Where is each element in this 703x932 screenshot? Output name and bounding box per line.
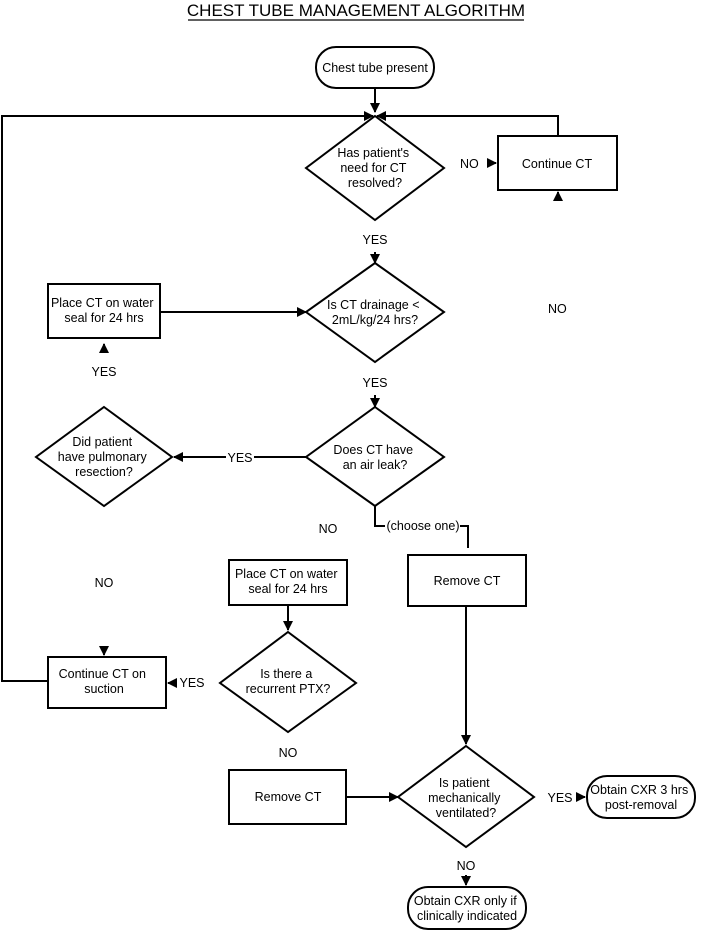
label-ventilated-yes: YES bbox=[547, 791, 572, 805]
decision-ptx: Is there a recurrent PTX? bbox=[218, 630, 358, 734]
label-resection-no: NO bbox=[95, 576, 114, 590]
label-resolved-no: NO bbox=[460, 157, 479, 171]
node-start: Chest tube present bbox=[315, 46, 435, 89]
svg-text:Remove CT: Remove CT bbox=[255, 790, 322, 804]
diagram-title: CHEST TUBE MANAGEMENT ALGORITHM bbox=[187, 1, 525, 20]
node-remove-ct-right: Remove CT bbox=[407, 554, 527, 607]
svg-text:Place CT on water seal f: Place CT on water seal for 24 hrs bbox=[235, 567, 341, 596]
connectors bbox=[1, 88, 586, 886]
label-air-leak-yes: YES bbox=[227, 451, 252, 465]
label-air-leak-no: NO bbox=[319, 522, 338, 536]
label-resolved-yes: YES bbox=[362, 233, 387, 247]
label-drainage-no: NO bbox=[548, 302, 567, 316]
svg-text:Chest tube present: Chest tube present bbox=[322, 61, 428, 75]
svg-text:Continue CT: Continue CT bbox=[522, 157, 593, 171]
svg-text:Remove CT: Remove CT bbox=[434, 574, 501, 588]
svg-text:Continue CT on suction: Continue CT on suction bbox=[59, 667, 150, 696]
node-cxr-3hrs: Obtain CXR 3 hrs post-removal bbox=[586, 775, 696, 819]
node-continue-ct: Continue CT bbox=[497, 135, 618, 191]
label-ventilated-no: NO bbox=[457, 859, 476, 873]
label-drainage-yes-down: YES bbox=[362, 376, 387, 390]
decision-air-leak: Does CT have an air leak? bbox=[304, 405, 446, 508]
label-choose-one: (choose one) bbox=[387, 519, 460, 533]
svg-text:Does CT have an air leak: Does CT have an air leak? bbox=[333, 443, 416, 472]
svg-text:Obtain CXR only if clini: Obtain CXR only if clinically indicated bbox=[414, 894, 520, 923]
decision-resection: Did patient have pulmonary resection? bbox=[34, 405, 174, 508]
svg-text:Is CT drainage < 2mL/kg/: Is CT drainage < 2mL/kg/24 hrs? bbox=[327, 298, 423, 327]
node-water-seal-2: Place CT on water seal for 24 hrs bbox=[228, 559, 348, 606]
decision-drainage: Is CT drainage < 2mL/kg/24 hrs? bbox=[304, 261, 446, 364]
edge-labels: NO YES NO YES YES YES NO (choose one) NO… bbox=[91, 157, 572, 873]
decision-resolved: Has patient's need for CT resolved? bbox=[304, 114, 446, 222]
svg-text:Did patient have pulmona: Did patient have pulmonary resection? bbox=[58, 435, 150, 479]
svg-text:Obtain CXR 3 hrs post-re: Obtain CXR 3 hrs post-removal bbox=[590, 783, 691, 812]
label-drainage-yes-left: YES bbox=[91, 365, 116, 379]
svg-text:Is patient mechanically: Is patient mechanically ventilated? bbox=[428, 776, 504, 820]
node-cxr-indicated: Obtain CXR only if clinically indicated bbox=[407, 886, 527, 930]
svg-text:Place CT on water seal f: Place CT on water seal for 24 hrs bbox=[51, 296, 157, 325]
node-remove-ct-left: Remove CT bbox=[228, 769, 347, 825]
label-ptx-yes: YES bbox=[179, 676, 204, 690]
node-water-seal-1: Place CT on water seal for 24 hrs bbox=[47, 283, 161, 339]
node-continue-suction: Continue CT on suction bbox=[47, 656, 167, 709]
svg-text:Has patient's need for C: Has patient's need for CT resolved? bbox=[337, 146, 412, 190]
decision-ventilated: Is patient mechanically ventilated? bbox=[396, 744, 536, 849]
svg-text:Is there a recurrent PTX: Is there a recurrent PTX? bbox=[246, 667, 331, 696]
label-ptx-no: NO bbox=[279, 746, 298, 760]
